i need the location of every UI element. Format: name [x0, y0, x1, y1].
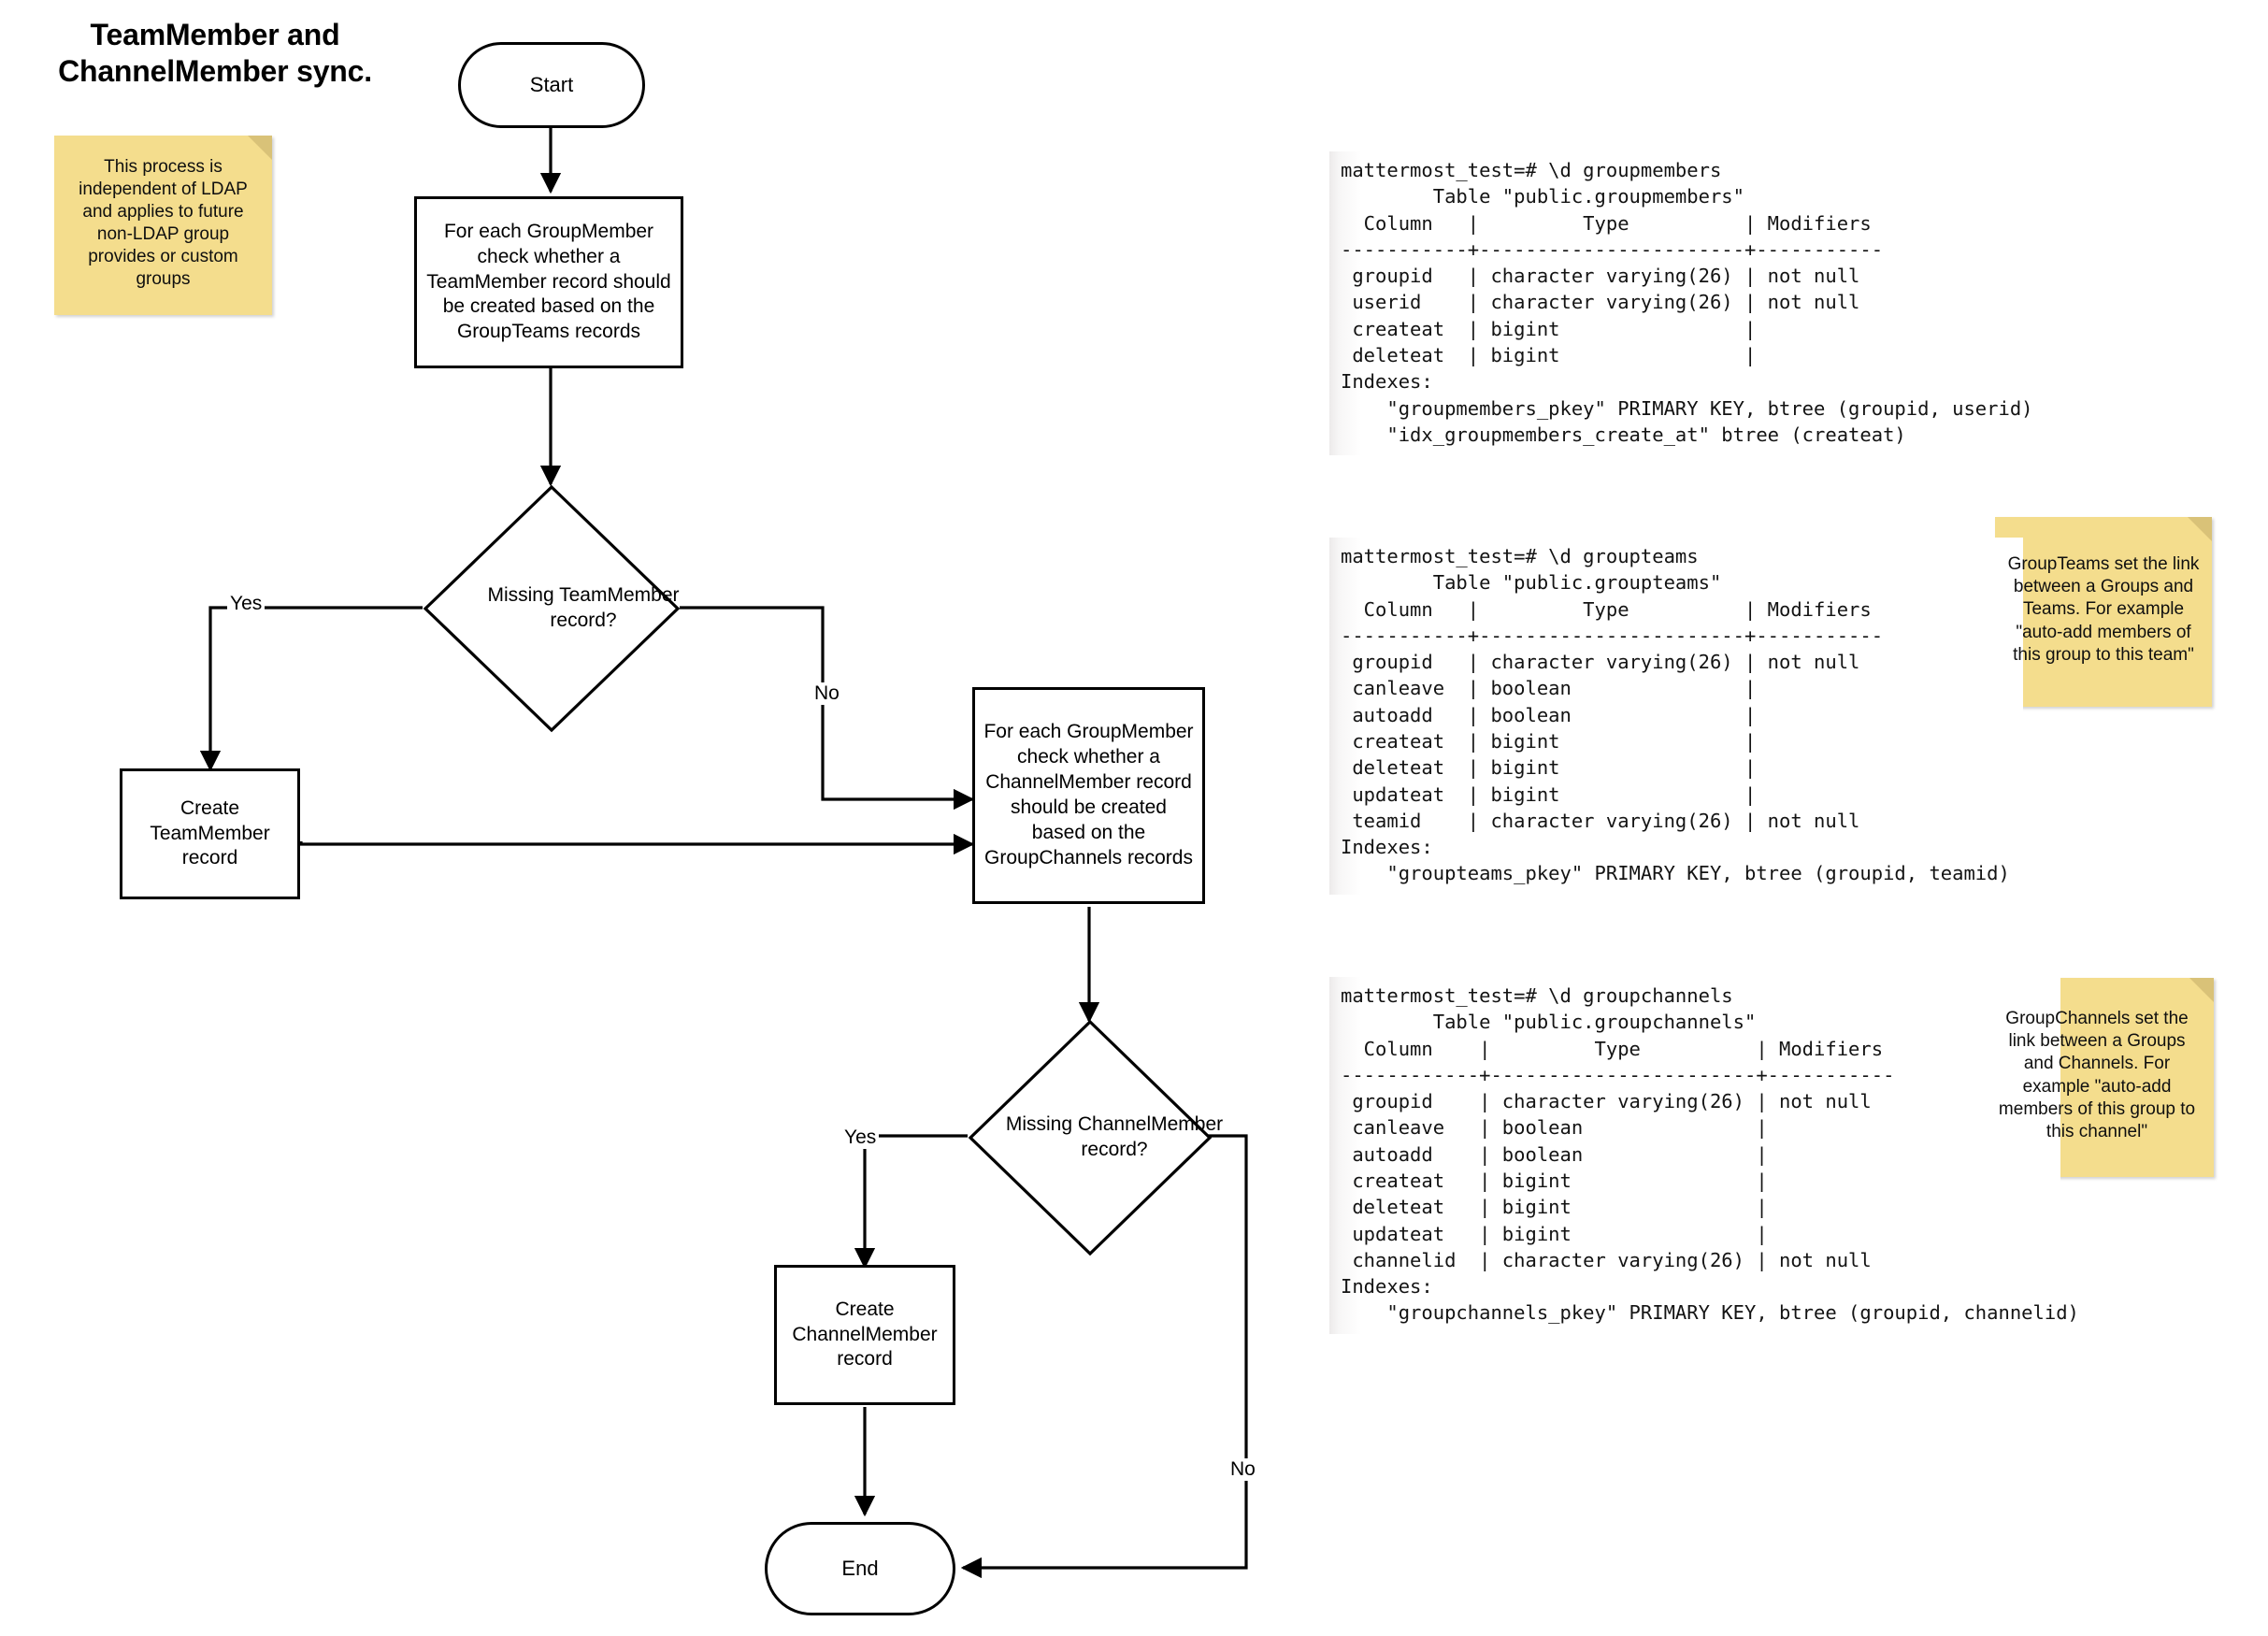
sticky-note-ldap-text: This process is independent of LDAP and …	[79, 156, 248, 290]
sticky-note-groupteams: GroupTeams set the link between a Groups…	[1995, 517, 2212, 707]
page-title: TeamMember and ChannelMember sync.	[56, 17, 374, 90]
flow-node-process-channelmember-label: For each GroupMember check whether a Cha…	[983, 721, 1194, 868]
flow-node-decision-channelmember[interactable]: Missing ChannelMember record?	[968, 1019, 1223, 1256]
flow-node-create-teammember-label: Create TeamMember record	[150, 796, 270, 869]
flow-node-create-teammember[interactable]: Create TeamMember record	[120, 768, 300, 899]
sticky-note-groupchannels-text: GroupChannels set the link between a Gro…	[1998, 1009, 2196, 1141]
note-fold-corner-icon	[2189, 978, 2214, 1002]
sticky-note-groupteams-text: GroupTeams set the link between a Groups…	[2007, 554, 2200, 665]
sticky-note-groupchannels: GroupChannels set the link between a Gro…	[1980, 978, 2214, 1177]
flow-node-end[interactable]: End	[765, 1522, 955, 1615]
edge-decision1-yes	[199, 606, 423, 772]
edge-label-no-teammember: No	[811, 682, 842, 705]
flow-node-process-channelmember[interactable]: For each GroupMember check whether a Cha…	[972, 687, 1205, 904]
decision-diamond-shape	[423, 484, 681, 733]
decision-diamond-shape	[968, 1019, 1213, 1256]
flow-node-process-teammember[interactable]: For each GroupMember check whether a Tea…	[414, 196, 683, 368]
terminal-block-groupchannels: mattermost_test=# \d groupchannels Table…	[1329, 977, 2079, 1334]
edge-label-yes-teammember: Yes	[227, 593, 266, 615]
edge-label-yes-channelmember: Yes	[841, 1127, 880, 1149]
flow-node-start[interactable]: Start	[458, 42, 645, 128]
edge-label-no-channelmember: No	[1227, 1458, 1258, 1481]
flow-node-start-label: Start	[529, 72, 574, 96]
flow-node-create-channelmember[interactable]: Create ChannelMember record	[774, 1265, 955, 1405]
terminal-block-groupmembers: mattermost_test=# \d groupmembers Table …	[1329, 151, 2033, 456]
edge-decision2-yes	[854, 1134, 968, 1270]
note-fold-corner-icon	[2188, 517, 2212, 541]
flow-node-process-teammember-label: For each GroupMember check whether a Tea…	[426, 220, 671, 343]
sticky-note-ldap: This process is independent of LDAP and …	[54, 136, 272, 315]
flow-node-create-channelmember-label: Create ChannelMember record	[792, 1298, 938, 1371]
flow-node-end-label: End	[841, 1556, 879, 1580]
page-title-line-2: ChannelMember sync.	[58, 54, 372, 89]
page-title-line-1: TeamMember and	[90, 18, 340, 51]
terminal-block-groupteams: mattermost_test=# \d groupteams Table "p…	[1329, 538, 2023, 895]
flow-node-decision-teammember[interactable]: Missing TeamMember record?	[423, 484, 681, 733]
edge-createteam-to-process2	[299, 833, 975, 855]
